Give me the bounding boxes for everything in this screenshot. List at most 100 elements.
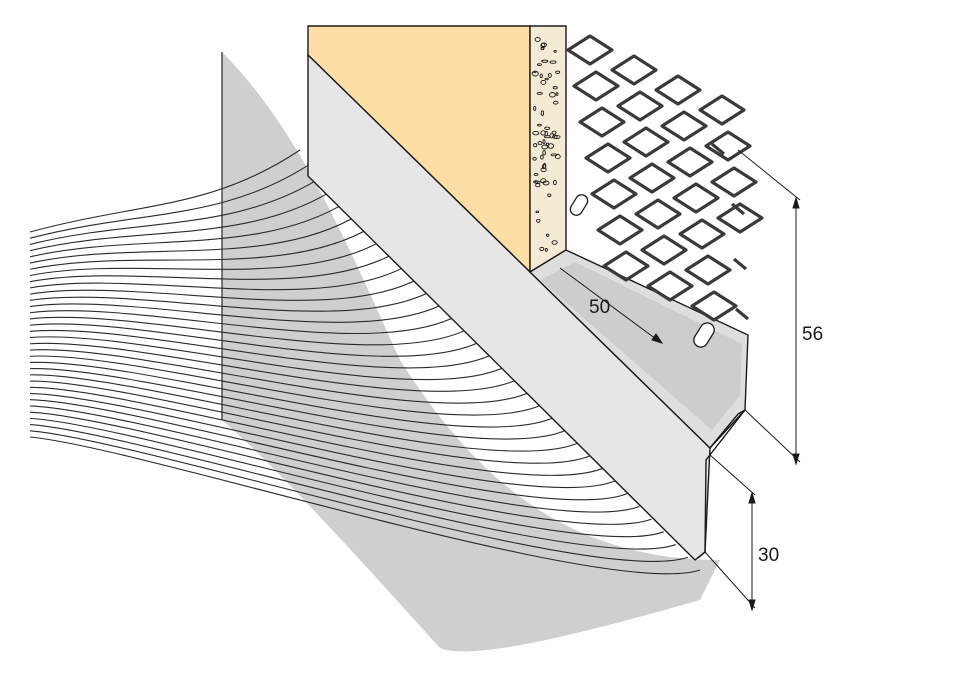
dimension-label-56: 56 xyxy=(802,324,823,345)
render-speckle xyxy=(551,130,557,135)
render-speckle xyxy=(541,59,549,63)
lath-diamond xyxy=(710,166,758,198)
render-speckle xyxy=(540,110,545,116)
dim-56-extension-bottom xyxy=(744,409,801,463)
lath-diamond xyxy=(704,130,752,162)
mesh-strand xyxy=(29,329,495,369)
lath-diamond xyxy=(684,254,732,286)
lath-diamond xyxy=(584,142,632,174)
dim-30-extension-top xyxy=(709,454,756,496)
dim-50-line xyxy=(559,267,661,343)
mesh-strand xyxy=(29,392,616,489)
render-speckle xyxy=(539,73,543,79)
mesh-strand xyxy=(29,349,531,404)
lath-diamond xyxy=(634,198,682,230)
render-speckle xyxy=(554,154,561,160)
mesh-strand xyxy=(29,238,386,277)
lath-edge-tab xyxy=(732,257,748,271)
slot-lower xyxy=(693,322,715,348)
dim-56-arrow-top xyxy=(792,196,800,209)
mesh-strand xyxy=(29,424,676,550)
lath-diamond xyxy=(616,90,664,122)
mesh-sheet-shade xyxy=(222,52,720,652)
render-speckle xyxy=(540,154,544,160)
render-speckle xyxy=(547,72,552,78)
mesh-strand xyxy=(29,411,652,525)
render-speckle xyxy=(539,246,545,251)
render-speckle xyxy=(542,162,547,169)
render-speckle xyxy=(533,70,537,74)
lath-diamond xyxy=(672,182,720,214)
render-speckle xyxy=(533,143,538,148)
mesh-strand xyxy=(29,289,434,312)
render-speckle xyxy=(544,248,548,252)
lath-diamond xyxy=(654,74,702,106)
render-speckle xyxy=(540,130,546,136)
mesh-strand xyxy=(29,302,446,323)
render-speckle xyxy=(537,123,542,127)
mesh-strand xyxy=(29,225,374,270)
lath-diamond xyxy=(566,34,614,66)
render-speckle xyxy=(551,240,558,245)
lath-diamond xyxy=(622,126,670,158)
render-speckle xyxy=(532,130,540,136)
render-speckle xyxy=(536,218,541,223)
mesh-strand xyxy=(29,213,361,264)
render-speckles xyxy=(531,37,561,252)
render-face xyxy=(529,25,567,274)
render-speckle xyxy=(534,37,541,42)
mesh-strand xyxy=(29,316,470,346)
mesh-strand xyxy=(29,149,301,233)
lath-edge-tab xyxy=(710,142,726,156)
mesh-strand xyxy=(29,361,555,428)
render-speckle xyxy=(541,144,549,150)
lath-diamond xyxy=(660,110,708,142)
dim-30-arrow-bottom xyxy=(748,599,756,612)
render-speckle xyxy=(540,46,545,51)
mesh-strand xyxy=(29,436,701,575)
lath-diamond xyxy=(590,178,638,210)
mesh-strand xyxy=(29,251,398,283)
render-speckle xyxy=(549,132,554,139)
mesh-strand xyxy=(29,430,689,562)
render-speckle xyxy=(536,91,543,95)
mesh-strand xyxy=(29,323,483,357)
render-speckle xyxy=(533,172,539,176)
mesh-strand xyxy=(29,200,349,258)
render-speckle xyxy=(544,77,549,81)
render-speckle xyxy=(553,135,561,140)
render-speckle xyxy=(553,100,559,105)
dim-50-arrow-end xyxy=(651,333,664,344)
render-speckle xyxy=(555,70,561,74)
dim-56-extension-top xyxy=(737,149,801,201)
render-speckle xyxy=(549,92,556,98)
profile-slots xyxy=(569,194,715,348)
render-speckle xyxy=(540,178,547,184)
mesh-strand xyxy=(29,374,580,452)
mesh-strand xyxy=(29,310,458,335)
slot-upper xyxy=(569,194,589,216)
render-speckle xyxy=(536,63,542,66)
render-speckle xyxy=(547,143,555,149)
mesh-strand xyxy=(29,399,628,501)
lath-diamond xyxy=(698,94,746,126)
mesh-strand xyxy=(29,174,325,245)
mesh-strand xyxy=(29,162,313,239)
dimension-lines xyxy=(559,149,801,612)
mesh-strand xyxy=(29,417,664,538)
reinforcement-mesh-sheet xyxy=(29,52,720,652)
render-speckle xyxy=(543,135,551,139)
render-speckle xyxy=(552,180,557,186)
render-speckle xyxy=(533,105,537,111)
mesh-strand xyxy=(29,276,422,301)
render-speckle xyxy=(540,42,546,49)
render-speckle xyxy=(540,79,547,85)
dim-56-arrow-bottom xyxy=(792,453,800,466)
render-speckle xyxy=(542,139,546,145)
lath-edge-tab xyxy=(734,307,750,321)
render-layer xyxy=(529,25,567,274)
lath-diamond xyxy=(646,270,694,302)
mesh-strand xyxy=(29,342,519,392)
profile-flange-shadow xyxy=(540,262,742,430)
